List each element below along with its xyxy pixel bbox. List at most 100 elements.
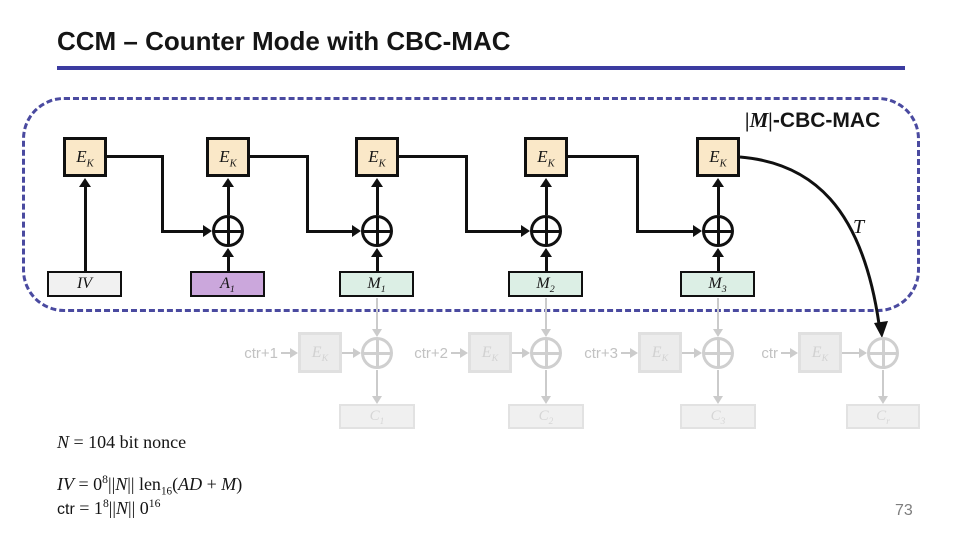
arrowhead [352, 225, 361, 237]
connector-line [227, 257, 230, 271]
arrowhead [371, 178, 383, 187]
ctr-xor-node-4 [867, 337, 899, 369]
ek-label: EK [76, 147, 94, 170]
connector-line [161, 155, 164, 233]
connector-line-ghost [512, 352, 522, 354]
connector-line [636, 230, 693, 233]
block-label: M2 [536, 275, 555, 296]
ctr-ek-box-2: EK [468, 332, 512, 373]
xor-node-1 [212, 215, 244, 247]
connector-line [306, 155, 309, 233]
arrowhead-ghost [694, 348, 702, 358]
connector-line [250, 155, 309, 158]
connector-line [306, 230, 352, 233]
ek-label: EK [811, 343, 829, 364]
arrowhead [203, 225, 212, 237]
ctr-ek-box-1: EK [298, 332, 342, 373]
ek-label: EK [709, 147, 727, 170]
connector-line [717, 257, 720, 271]
arrowhead-ghost [522, 348, 530, 358]
connector-line-ghost [621, 352, 630, 354]
cbc-mac-header-label: |M|-CBC-MAC [745, 108, 880, 133]
ek-label: EK [219, 147, 237, 170]
arrowhead [693, 225, 702, 237]
block-label: M3 [708, 275, 727, 296]
formula-nonce: N = 104 bit nonce [57, 432, 187, 452]
arrowhead [712, 248, 724, 257]
ek-label: EK [537, 147, 555, 170]
connector-line [161, 230, 203, 233]
connector-line [399, 155, 468, 158]
connector-line-ghost [545, 370, 547, 396]
connector-line [545, 186, 548, 215]
arrowhead-ghost [630, 348, 638, 358]
tag-label: T [853, 216, 865, 238]
xor-node-3 [530, 215, 562, 247]
block-c3: C3 [680, 404, 756, 429]
connector-line [376, 186, 379, 215]
connector-line [465, 155, 468, 233]
ek-box-4: EK [524, 137, 568, 177]
ek-box-2: EK [206, 137, 250, 177]
arrowhead [222, 178, 234, 187]
arrowhead-ghost [372, 396, 382, 404]
block-c1: C1 [339, 404, 415, 429]
connector-line [227, 186, 230, 215]
ek-box-3: EK [355, 137, 399, 177]
arrowhead-ghost [541, 396, 551, 404]
block-label: IV [76, 275, 93, 292]
arrowhead [540, 248, 552, 257]
arrowhead [521, 225, 530, 237]
ctr-ek-box-3: EK [638, 332, 682, 373]
arrowhead [79, 178, 91, 187]
block-label: M1 [367, 275, 386, 296]
header-suffix: -CBC-MAC [772, 109, 881, 132]
connector-line-ghost [281, 352, 290, 354]
connector-line-ghost [717, 370, 719, 396]
block-label: C3 [710, 408, 726, 427]
ctr-label-2: ctr+2 [414, 345, 448, 362]
arrowhead-ghost [713, 329, 723, 337]
block-label: C2 [538, 408, 554, 427]
connector-line [568, 155, 639, 158]
ek-label: EK [651, 343, 669, 364]
page-number: 73 [895, 502, 913, 519]
arrowhead-ghost [372, 329, 382, 337]
connector-line-ghost [342, 352, 353, 354]
connector-line [107, 155, 164, 158]
connector-line-ghost [451, 352, 460, 354]
ek-box-1: EK [63, 137, 107, 177]
connector-line [636, 155, 639, 233]
arrowhead [371, 248, 383, 257]
block-c2: C2 [508, 404, 584, 429]
block-label: Cr [876, 408, 890, 427]
connector-line [84, 186, 87, 271]
arrowhead [540, 178, 552, 187]
header-m-term: |M| [745, 108, 773, 132]
ctr-label-4: ctr [761, 345, 778, 362]
ctr-label-1: ctr+1 [244, 345, 278, 362]
formula-ctr: ctr = 18||N|| 016 [57, 497, 161, 518]
block-m2: M2 [508, 271, 583, 297]
arrowhead-ghost [460, 348, 468, 358]
ctr-ek-box-4: EK [798, 332, 842, 373]
connector-line [717, 186, 720, 215]
ek-label: EK [368, 147, 386, 170]
connector-line-ghost [882, 370, 884, 396]
ek-label: EK [311, 343, 329, 364]
xor-node-2 [361, 215, 393, 247]
ctr-label-3: ctr+3 [584, 345, 618, 362]
ctr-xor-node-3 [702, 337, 734, 369]
arrowhead-ghost [790, 348, 798, 358]
connector-line-ghost [682, 352, 694, 354]
arrowhead-ghost [353, 348, 361, 358]
title-underline [57, 66, 905, 70]
connector-line-ghost [842, 352, 859, 354]
arrowhead-ghost [859, 348, 867, 358]
arrowhead-ghost [290, 348, 298, 358]
block-label: C1 [369, 408, 385, 427]
ek-label: EK [481, 343, 499, 364]
connector-line [465, 230, 521, 233]
formula-iv: IV = 08||N|| len16(AD + M) [57, 473, 243, 498]
